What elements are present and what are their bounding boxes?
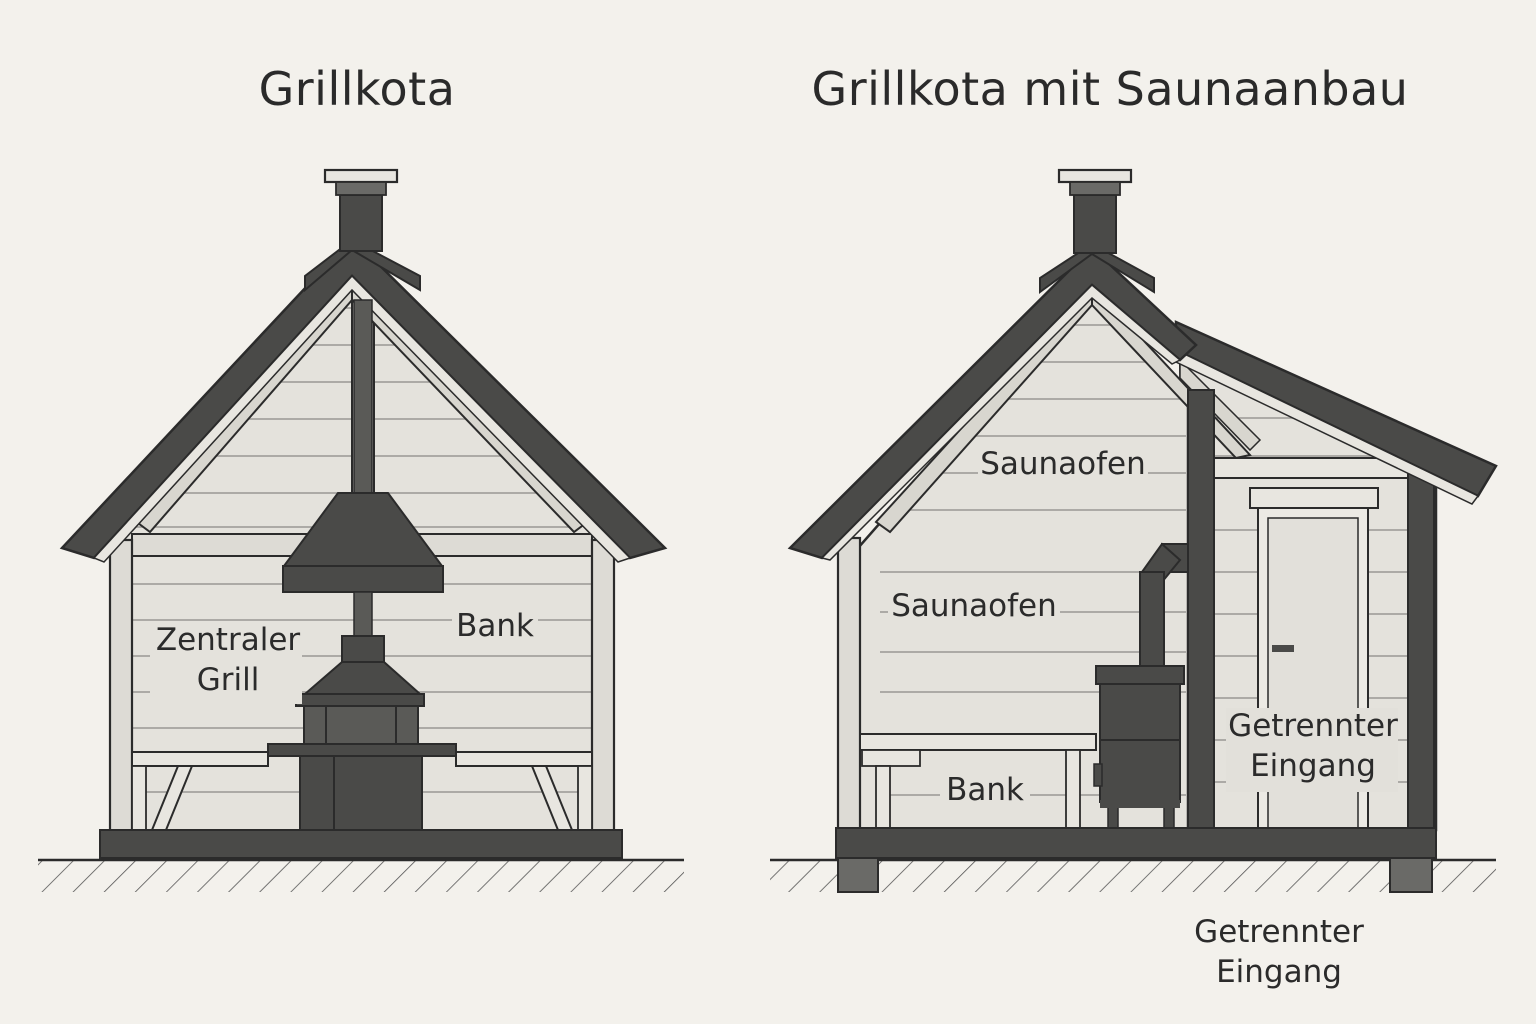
central-grill [267, 635, 457, 833]
label-saunaofen: Saunaofen [891, 588, 1057, 624]
grill-flue [353, 299, 373, 496]
label-bank-right: Bank [946, 772, 1024, 808]
grillkota-sauna-drawing [770, 168, 1498, 893]
sauna-stove [1093, 542, 1189, 831]
label-saunaofen-upper: Saunaofen [980, 446, 1146, 482]
ground-hatch-right [770, 860, 1496, 892]
label-getrennter-eingang-inside-line1: Getrennter [1228, 708, 1398, 744]
label-zentraler-grill-line2: Grill [196, 662, 260, 698]
label-getrennter-eingang-inside: Getrennter Eingang [1228, 706, 1398, 786]
label-getrennter-eingang-inside-line2: Eingang [1250, 748, 1376, 784]
label-getrennter-eingang-below-line1: Getrennter [1194, 914, 1364, 950]
foundation-left [99, 829, 623, 859]
chimney-left [339, 194, 383, 252]
foundation-right [835, 827, 1437, 859]
label-getrennter-eingang-below: Getrennter Eingang [1194, 912, 1364, 992]
title-grillkota-saunaanbau: Grillkota mit Saunaanbau [811, 62, 1409, 116]
benches-left [131, 751, 593, 833]
label-bank-left: Bank [456, 608, 534, 644]
divider-post [1187, 389, 1215, 831]
chimney-right [1073, 194, 1117, 254]
title-grillkota: Grillkota [258, 62, 456, 116]
label-zentraler-grill: Zentraler Grill [156, 620, 300, 700]
label-zentraler-grill-line1: Zentraler [155, 622, 301, 658]
corner-post-left [108, 538, 134, 834]
label-getrennter-eingang-below-line2: Eingang [1216, 954, 1342, 990]
ground-hatch-left [38, 860, 684, 892]
corner-post-right [590, 538, 616, 834]
grillkota-drawing [38, 168, 684, 892]
wall-planks-right [880, 324, 1186, 796]
